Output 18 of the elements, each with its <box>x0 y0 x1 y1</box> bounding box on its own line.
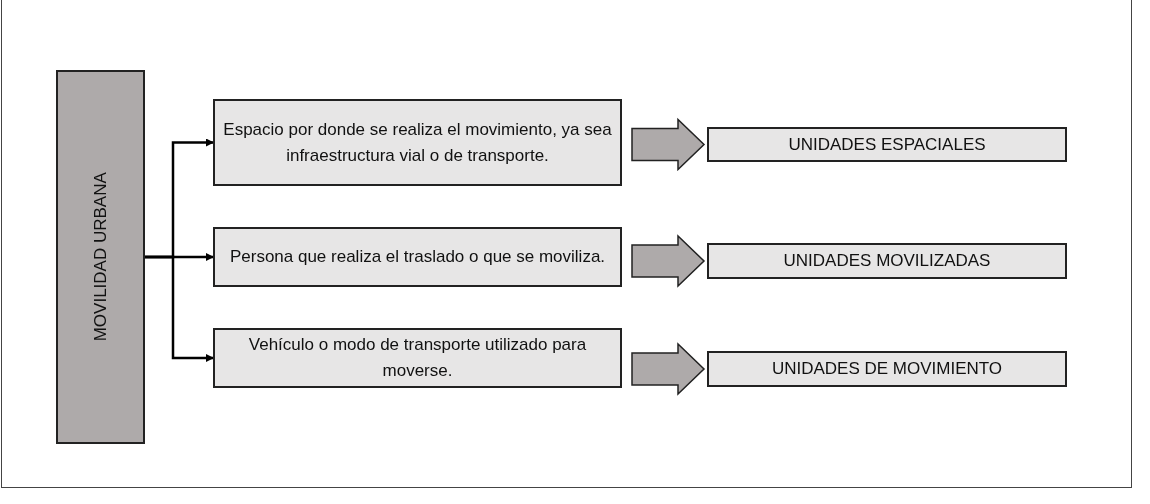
arrow <box>145 255 214 362</box>
unit-box <box>707 351 1067 387</box>
description-box <box>213 99 622 186</box>
unit-label: UNIDADES DE MOVIMIENTO <box>771 358 1003 381</box>
unit-label: UNIDADES MOVILIZADAS <box>783 250 991 273</box>
unit-box <box>707 127 1067 162</box>
description-text: Persona que realiza el traslado o que se moviliza. <box>229 246 606 268</box>
description-box <box>213 227 622 287</box>
block-arrow <box>631 234 706 288</box>
description-text: Espacio por donde se realiza el movimiento, ya sea infraestructura vial o de transporte. <box>223 118 612 167</box>
description-text: Vehículo o modo de transporte utilizado para moverse. <box>247 334 588 382</box>
unit-box <box>707 243 1067 279</box>
unit-label: UNIDADES ESPACIALES <box>788 133 986 156</box>
block-arrow <box>631 342 706 396</box>
category-box <box>56 70 145 444</box>
category-label: MOVILIDAD URBANA <box>89 172 111 342</box>
description-box <box>213 328 622 388</box>
block-arrow <box>631 117 706 172</box>
